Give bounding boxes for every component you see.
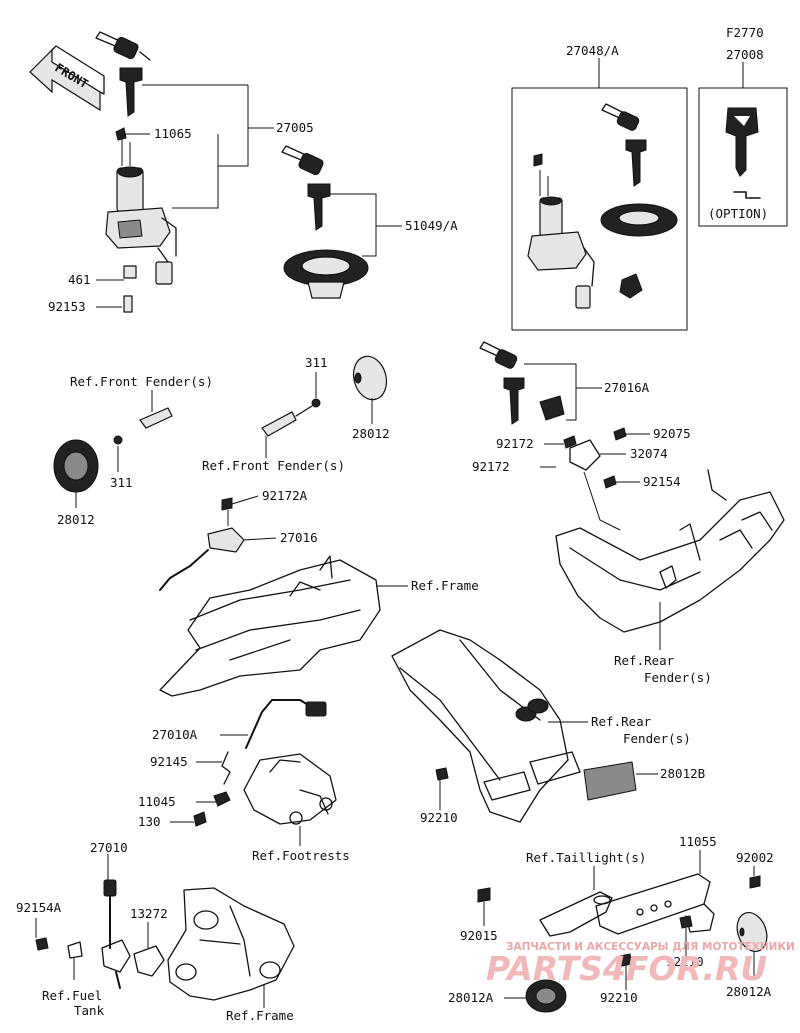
watermark: ЗАПЧАСТИ И АКСЕССУАРЫ ДЛЯ МОТОТЕХНИКИ PA… <box>486 941 795 988</box>
label-28012-top: 28012 <box>352 426 390 441</box>
label-28012a-1: 28012A <box>448 990 494 1005</box>
label-11045: 11045 <box>138 794 176 809</box>
label-ref-rear-fender-2a: Ref.Rear <box>591 714 652 729</box>
label-311-top: 311 <box>305 355 328 370</box>
label-27010: 27010 <box>90 840 128 855</box>
label-13272: 13272 <box>130 906 168 921</box>
label-92172-1: 92172 <box>496 436 534 451</box>
reflector-top-28012 <box>261 355 388 458</box>
taillight-bracket: Ref.Taillight(s) <box>477 850 768 1013</box>
sensor-27010 <box>35 854 165 989</box>
label-92075: 92075 <box>653 426 691 441</box>
label-ref-fuel-tank-b: Tank <box>74 1003 105 1018</box>
fuel-cap-51049a <box>281 145 369 299</box>
label-ref-rear-fender-1b: Fender(s) <box>644 670 712 685</box>
label-92015: 92015 <box>460 928 498 943</box>
watermark-line2: PARTS4FOR.RU <box>486 949 767 988</box>
label-92210-r1: 92210 <box>666 954 704 969</box>
label-ref-rear-fender-1a: Ref.Rear <box>614 653 675 668</box>
footrest-bracket <box>170 699 337 846</box>
watermark-line1: ЗАПЧАСТИ И АКСЕССУАРЫ ДЛЯ МОТОТЕХНИКИ <box>506 941 795 953</box>
label-51049a: 51049/A <box>405 218 458 233</box>
label-option: (OPTION) <box>708 206 768 221</box>
label-92002: 92002 <box>736 850 774 865</box>
label-92210-mid: 92210 <box>420 810 458 825</box>
label-32074: 32074 <box>630 446 668 461</box>
reflector-left-28012: Ref.Front Fender(s) <box>53 374 213 508</box>
label-28012a-2: 28012A <box>726 984 772 999</box>
label-28012-left: 28012 <box>57 512 95 527</box>
label-92172a: 92172A <box>262 488 308 503</box>
frame-27016 <box>159 495 408 697</box>
label-ref-footrests: Ref.Footrests <box>252 848 350 863</box>
label-11065: 11065 <box>154 126 192 141</box>
label-ref-rear-fender-2b: Fender(s) <box>623 731 691 746</box>
label-461: 461 <box>68 272 91 287</box>
label-ref-frame-1: Ref.Frame <box>411 578 479 593</box>
label-92154a: 92154A <box>16 900 62 915</box>
label-ref-taillights: Ref.Taillight(s) <box>526 850 646 865</box>
label-27008: 27008 <box>726 47 764 62</box>
label-130: 130 <box>138 814 161 829</box>
switch-27016a <box>479 341 650 531</box>
label-27010a: 27010A <box>152 727 198 742</box>
rear-fender-upper <box>555 469 785 633</box>
leaders-27005 <box>96 84 274 308</box>
label-92210-r2: 92210 <box>600 990 638 1005</box>
label-ref-front-fender-2: Ref.Front Fender(s) <box>202 458 345 473</box>
front-arrow: FRONT <box>29 45 105 112</box>
label-27048a: 27048/A <box>566 43 619 58</box>
label-92172-2: 92172 <box>472 459 510 474</box>
box-27048a <box>511 58 688 331</box>
label-27005: 27005 <box>276 120 314 135</box>
label-ref-fuel-tank-a: Ref.Fuel <box>42 988 102 1003</box>
label-27016: 27016 <box>280 530 318 545</box>
label-92153: 92153 <box>48 299 86 314</box>
label-311-left: 311 <box>110 475 133 490</box>
label-28012b: 28012B <box>660 766 705 781</box>
rear-fender-lower <box>391 629 658 823</box>
label-ref-front-fender-1: Ref.Front Fender(s) <box>70 374 213 389</box>
label-27016a: 27016A <box>604 380 650 395</box>
ignition-keys-27005 <box>95 31 151 117</box>
label-f2770: F2770 <box>726 25 764 40</box>
label-ref-frame-2: Ref.Frame <box>226 1008 294 1023</box>
frame-lower <box>167 887 295 1008</box>
label-92145: 92145 <box>150 754 188 769</box>
ignition-switch-body <box>105 127 177 313</box>
box-27008 <box>698 62 788 227</box>
label-92154: 92154 <box>643 474 681 489</box>
leader-51049a <box>330 193 402 257</box>
label-11055: 11055 <box>679 834 717 849</box>
